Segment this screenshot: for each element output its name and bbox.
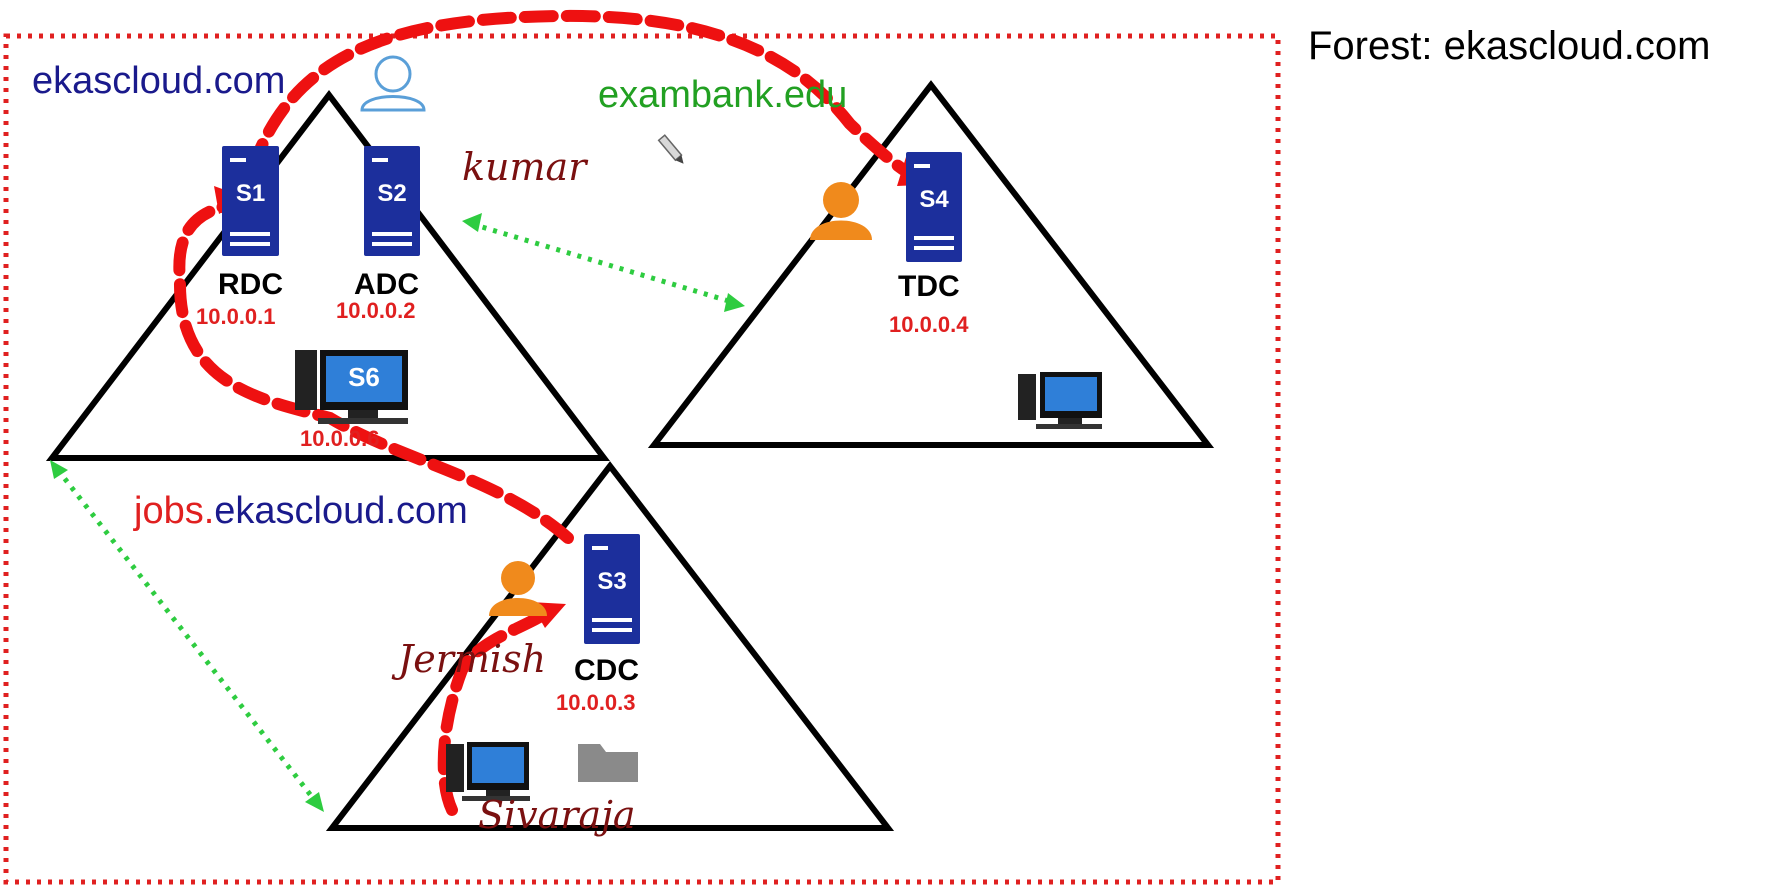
domain-name-jobs-prefix: jobs. <box>134 490 215 532</box>
server-tag-s6: S6 <box>348 362 380 392</box>
domain-name-exambank: exambank.edu <box>598 74 848 116</box>
server-tag-s4: S4 <box>919 186 949 213</box>
folder-icon <box>578 744 638 782</box>
desktop-icon <box>446 742 530 801</box>
user-icon <box>360 55 426 112</box>
user-name-kumar: kumar <box>462 145 587 189</box>
user-icon <box>810 182 872 240</box>
server-ip-s2: 10.0.0.2 <box>336 298 416 323</box>
server-role-s2: ADC <box>354 268 419 301</box>
server-role-s4: TDC <box>898 270 960 303</box>
server-tag-s1: S1 <box>235 180 266 207</box>
server-role-s3: CDC <box>574 654 639 687</box>
auth-path-red <box>173 9 926 816</box>
pen-icon <box>657 134 684 164</box>
user-name-jermish: Jermish <box>398 637 547 681</box>
server-icon <box>364 146 420 256</box>
server-ip-s1: 10.0.0.1 <box>196 304 276 329</box>
server-role-s1: RDC <box>218 268 283 301</box>
user-icon <box>489 561 547 616</box>
server-ip-s3: 10.0.0.3 <box>556 690 636 715</box>
forest-label: Forest: ekascloud.com <box>1308 24 1711 68</box>
desktop-icon <box>1018 372 1102 429</box>
trust-arrow-ekascloud-jobs <box>50 460 324 812</box>
trust-arrow-ekascloud-exambank <box>462 213 745 312</box>
domain-name-ekascloud: ekascloud.com <box>32 60 286 102</box>
desktop-icon <box>295 350 408 424</box>
server-icon <box>906 152 962 262</box>
domain-name-jobs-suffix: ekascloud.com <box>214 490 468 532</box>
server-icon <box>584 534 640 644</box>
domain-triangle-ekascloud <box>45 90 611 461</box>
server-icon <box>222 146 279 256</box>
user-name-sivaraja: Sivaraja <box>478 793 636 837</box>
server-tag-s2: S2 <box>377 180 407 207</box>
domain-triangle-exambank <box>647 80 1215 448</box>
domain-triangle-jobs <box>325 461 895 831</box>
server-ip-s4: 10.0.0.4 <box>889 312 969 337</box>
server-tag-s3: S3 <box>597 568 627 595</box>
forest-border <box>3 33 1281 885</box>
domain-name-jobs: jobs.ekascloud.com <box>134 492 468 530</box>
server-ip-s6: 10.0.0.6 <box>300 426 380 451</box>
